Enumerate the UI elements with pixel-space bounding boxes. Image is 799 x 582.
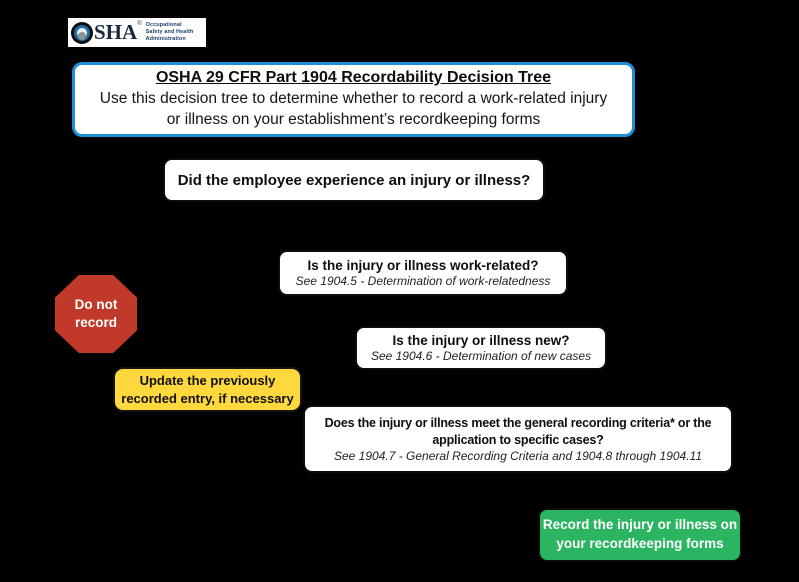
osha-o-center-dot — [78, 31, 86, 40]
page-title: OSHA 29 CFR Part 1904 Recordability Deci… — [155, 68, 552, 86]
criteria-title-line: Does the injury or illness meet the gene… — [324, 415, 712, 430]
osha-o-ring-icon — [71, 21, 93, 44]
outcome-update-entry: Update the previously recorded entry, if… — [113, 367, 302, 412]
node-question-new-title: Is the injury or illness new? — [392, 333, 570, 348]
outcome-record-injury: Record the injury or illness on your rec… — [538, 508, 742, 562]
node-question-criteria-title: Does the injury or illness meet the gene… — [325, 415, 712, 449]
osha-o-inner — [77, 27, 87, 40]
stop-sign-line: Do not — [74, 296, 118, 312]
node-question-work-related-reference: See 1904.5 - Determination of work-relat… — [295, 274, 551, 288]
osha-wordmark: SHA — [94, 20, 138, 44]
title-box: OSHA 29 CFR Part 1904 Recordability Deci… — [72, 62, 635, 137]
node-question-injury: Did the employee experience an injury or… — [163, 158, 545, 202]
osha-o-blue-ring — [74, 24, 90, 41]
node-question-criteria: Does the injury or illness meet the gene… — [303, 405, 733, 473]
node-question-work-related-title: Is the injury or illness work-related? — [307, 258, 539, 273]
record-injury-line: your recordkeeping forms — [556, 536, 724, 551]
page-subtitle: Use this decision tree to determine whet… — [100, 89, 607, 131]
record-injury-line: Record the injury or illness on — [542, 517, 738, 533]
criteria-title-line: application to specific cases? — [432, 432, 604, 447]
subtitle-line: or illness on your establishment’s recor… — [166, 110, 541, 128]
update-entry-line: recorded entry, if necessary — [121, 390, 294, 406]
osha-org-line: Safety and Health — [145, 28, 194, 35]
osha-org-name: Occupational Safety and Health Administr… — [146, 22, 194, 43]
node-question-work-related: Is the injury or illness work-related? S… — [278, 250, 568, 296]
node-question-injury-text: Did the employee experience an injury or… — [177, 171, 531, 189]
update-entry-line: Update the previously — [139, 372, 276, 388]
subtitle-line: Use this decision tree to determine whet… — [99, 89, 608, 107]
outcome-do-not-record-stop-sign: Do not record — [55, 275, 137, 353]
node-question-criteria-reference: See 1904.7 - General Recording Criteria … — [333, 449, 703, 464]
node-question-new: Is the injury or illness new? See 1904.6… — [355, 326, 607, 370]
node-question-new-reference: See 1904.6 - Determination of new cases — [370, 349, 592, 363]
stop-sign-line: record — [74, 315, 118, 330]
osha-org-line: Administration — [145, 36, 186, 43]
osha-logo: SHA ® Occupational Safety and Health Adm… — [68, 18, 206, 47]
osha-org-line: Occupational — [145, 21, 182, 28]
registered-trademark-symbol: ® — [137, 21, 142, 27]
